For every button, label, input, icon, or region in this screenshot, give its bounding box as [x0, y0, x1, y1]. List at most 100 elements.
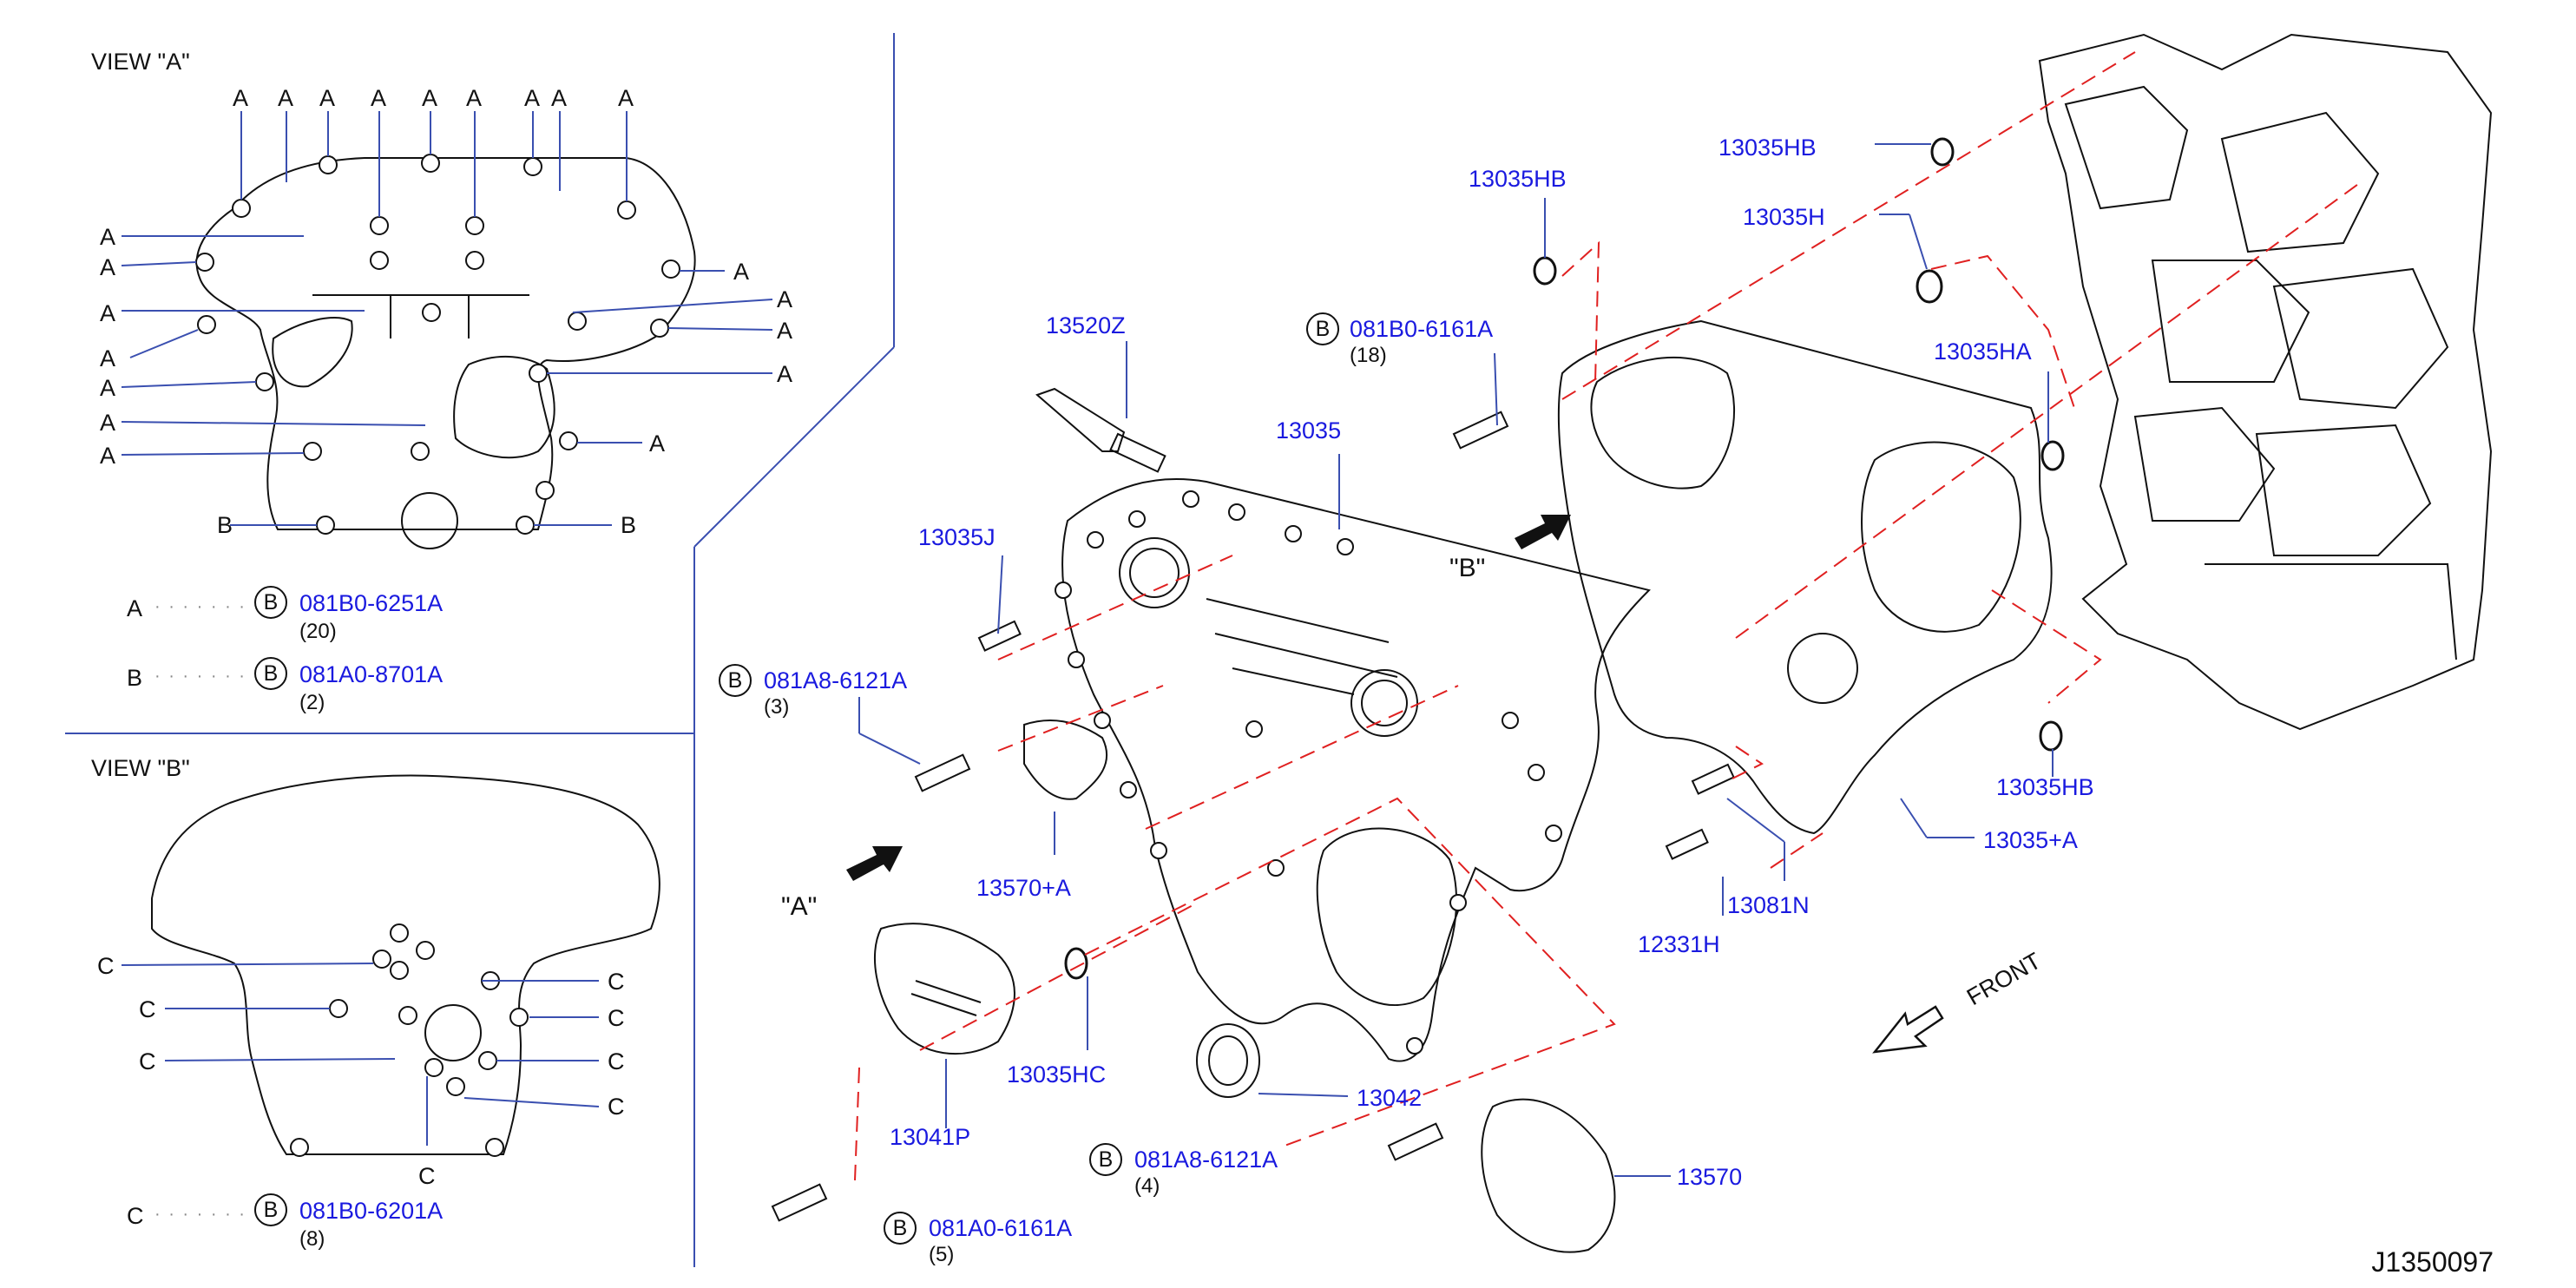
marker-a: A: [551, 85, 568, 111]
callout-081B0-6161A[interactable]: 081B0-6161A: [1350, 316, 1494, 342]
callout-13042[interactable]: 13042: [1357, 1085, 1423, 1111]
front-cover-holes: [1055, 490, 1562, 1055]
marker-a: A: [233, 85, 249, 111]
callout-13570[interactable]: 13570: [1677, 1164, 1743, 1190]
marker-a: A: [777, 286, 793, 312]
marker-a: A: [100, 345, 116, 371]
part-qty: (2): [299, 691, 325, 714]
callout-12331H[interactable]: 12331H: [1638, 931, 1720, 957]
view-a-marker: "A": [781, 892, 818, 921]
marker-c: C: [97, 953, 115, 979]
view-a-cover-outline: [195, 157, 696, 549]
view-arrows: [846, 515, 1571, 881]
callout-qty: (5): [929, 1243, 955, 1266]
marker-a: A: [422, 85, 438, 111]
callout-13035HC[interactable]: 13035HC: [1007, 1061, 1107, 1088]
marker-a: A: [278, 85, 294, 111]
bolt-circle-b: B: [884, 1212, 917, 1245]
bolt-circle-b: B: [719, 664, 752, 697]
gasket-13570A: [1023, 720, 1108, 800]
front-arrow: [1872, 1005, 1944, 1054]
legend-letter: A: [127, 595, 143, 621]
callout-13035HA[interactable]: 13035HA: [1934, 338, 2032, 365]
view-a-bolt-holes: [195, 154, 680, 535]
marker-a: A: [371, 85, 387, 111]
diagram-reference: J1350097: [2371, 1246, 2494, 1278]
marker-a: A: [777, 361, 793, 387]
part-number[interactable]: 081B0-6251A: [299, 590, 444, 616]
view-b-leaders: [121, 963, 600, 1146]
marker-a: A: [466, 85, 483, 111]
callout-081A0-6161A[interactable]: 081A0-6161A: [929, 1215, 1073, 1241]
marker-c: C: [608, 969, 625, 995]
callout-13035HB[interactable]: 13035HB: [1469, 166, 1567, 192]
marker-a: A: [100, 224, 116, 250]
panel-dividers: [65, 33, 895, 1267]
front-cover-13035: [1061, 478, 1651, 1062]
legend-dots: · · · · · · ·: [154, 1205, 246, 1224]
callout-13041P[interactable]: 13041P: [890, 1124, 971, 1150]
marker-a: A: [524, 85, 541, 111]
marker-a: A: [100, 375, 116, 401]
legend-letter: B: [127, 665, 143, 691]
marker-b: B: [621, 512, 637, 538]
part-qty: (8): [299, 1227, 325, 1251]
marker-a: A: [100, 443, 116, 469]
assembly-dash-lines: [854, 51, 2362, 1181]
callout-13520Z[interactable]: 13520Z: [1046, 312, 1126, 338]
marker-b: B: [217, 512, 233, 538]
callout-13035HB[interactable]: 13035HB: [1996, 774, 2094, 800]
callout-13081N[interactable]: 13081N: [1727, 892, 1810, 918]
marker-c: C: [608, 1094, 625, 1120]
engine-block: [2038, 33, 2493, 731]
callout-qty: (18): [1350, 344, 1387, 367]
callout-081A8-6121A[interactable]: 081A8-6121A: [764, 667, 908, 693]
callout-13035[interactable]: 13035: [1276, 417, 1342, 444]
oil-seal-13042: [1196, 1023, 1260, 1098]
part-number[interactable]: 081A0-8701A: [299, 661, 444, 687]
view-b-bolt-holes: [290, 923, 529, 1157]
marker-c: C: [139, 996, 156, 1022]
callout-13570A[interactable]: 13570+A: [976, 875, 1071, 901]
seal-13520Z: [1035, 387, 1166, 473]
part-qty: (20): [299, 620, 337, 643]
callout-13035HB[interactable]: 13035HB: [1718, 135, 1817, 161]
marker-a: A: [100, 300, 116, 326]
marker-a: A: [777, 318, 793, 344]
gasket-13570: [1481, 1098, 1616, 1253]
marker-a: A: [100, 254, 116, 280]
callout-qty: (3): [764, 695, 790, 719]
view-b-cover-outline: [151, 774, 660, 1155]
marker-a: A: [100, 410, 116, 436]
marker-a: A: [733, 259, 750, 285]
marker-c: C: [139, 1048, 156, 1074]
marker-a: A: [319, 85, 336, 111]
legend-letter: C: [127, 1203, 144, 1229]
marker-a: A: [649, 430, 666, 457]
dowels: [977, 620, 1735, 860]
callout-081A8-6121A[interactable]: 081A8-6121A: [1134, 1147, 1278, 1173]
view-a-leaders: [121, 111, 773, 526]
callout-13035J[interactable]: 13035J: [918, 524, 996, 550]
callout-13035A[interactable]: 13035+A: [1983, 827, 2078, 853]
bolt-circle-b: B: [254, 586, 287, 619]
marker-c: C: [608, 1048, 625, 1074]
view-b-marker: "B": [1449, 554, 1486, 582]
view-b-title: VIEW "B": [91, 755, 190, 781]
marker-a: A: [618, 85, 634, 111]
bolt-circle-b: B: [1306, 312, 1339, 345]
bolts: [771, 411, 1509, 1222]
marker-c: C: [418, 1163, 436, 1189]
marker-c: C: [608, 1005, 625, 1031]
callout-13035H[interactable]: 13035H: [1743, 204, 1825, 230]
bolt-circle-b: B: [1089, 1143, 1122, 1176]
water-pump-13041P: [873, 923, 1015, 1055]
bolt-circle-b: B: [254, 657, 287, 690]
legend-dots: · · · · · · ·: [154, 597, 246, 616]
callout-qty: (4): [1134, 1174, 1160, 1198]
callout-leaders: [858, 143, 2054, 1177]
bolt-circle-b: B: [254, 1193, 287, 1226]
part-number[interactable]: 081B0-6201A: [299, 1198, 444, 1224]
timing-case-13035A: [1557, 319, 2053, 835]
